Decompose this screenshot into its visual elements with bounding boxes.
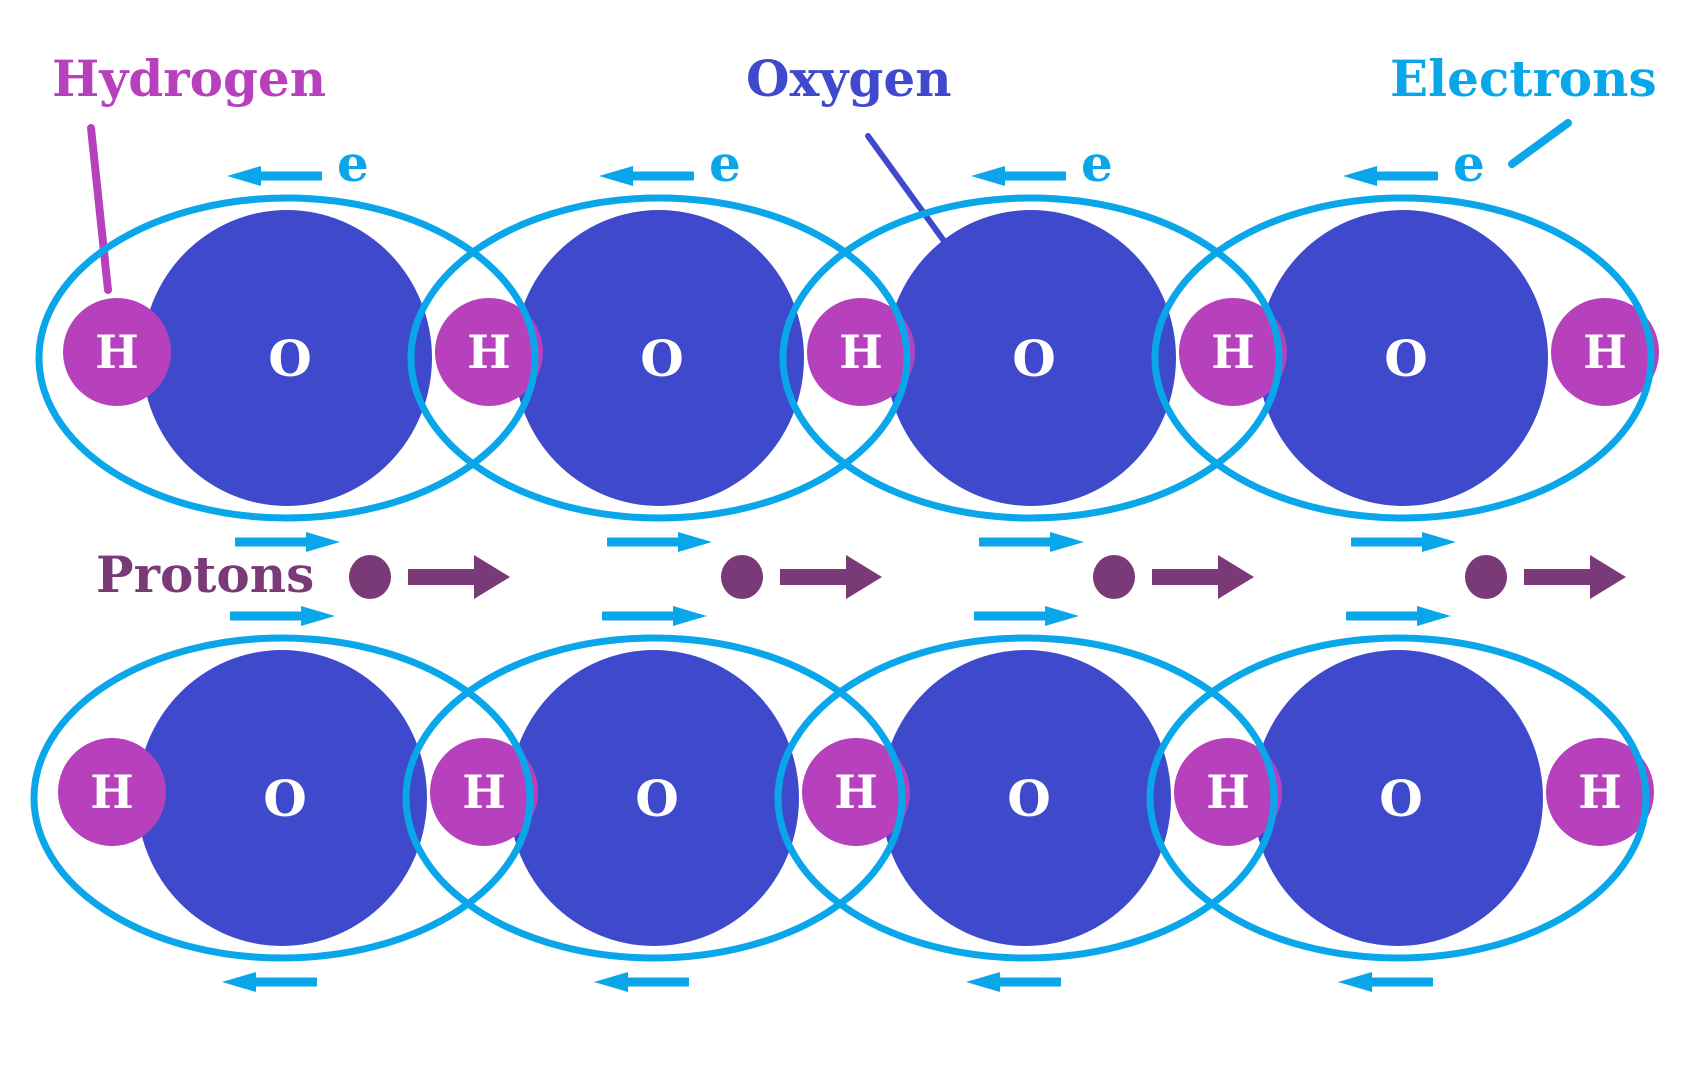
- proton-flow-arrow: [408, 555, 510, 599]
- oxygen-symbol: O: [635, 769, 679, 828]
- hydrogen-symbol: H: [1583, 325, 1626, 379]
- electrons-label: Electrons: [1390, 49, 1657, 108]
- hydrogen-atom: H: [58, 738, 166, 846]
- electron-flow-arrow: [607, 532, 712, 552]
- electron-orbit: [774, 634, 1278, 962]
- hydrogen-symbol: H: [1578, 765, 1621, 819]
- hydrogen-symbol: H: [1206, 765, 1249, 819]
- electron-symbol: e: [709, 134, 741, 193]
- proton-flow-arrow: [1152, 555, 1254, 599]
- oxygen-atom: O: [881, 650, 1171, 946]
- electron-orbit: [30, 634, 534, 962]
- hydrogen-atom: H: [1174, 738, 1282, 846]
- oxygen-atom: O: [509, 650, 799, 946]
- molecule-row-top: O O O O H H H H He e e e: [35, 134, 1659, 552]
- hydrogen-atom: H: [63, 298, 171, 406]
- electron-orbit: [1151, 194, 1655, 522]
- electron-orbit: [402, 634, 906, 962]
- electron-flow-arrow: [594, 972, 689, 992]
- electron-flow-arrow: [230, 606, 335, 626]
- oxygen-symbol: O: [1007, 769, 1051, 828]
- electron-symbol: e: [1453, 134, 1485, 193]
- hydrogen-symbol: H: [1211, 325, 1254, 379]
- proton: [349, 555, 391, 599]
- oxygen-symbol: O: [1384, 329, 1428, 388]
- electron-flow-arrow: [222, 972, 317, 992]
- electron-orbit: [1146, 634, 1650, 962]
- oxygen-symbol: O: [1012, 329, 1056, 388]
- proton-flow-arrow: [780, 555, 882, 599]
- hydrogen-atom: H: [1551, 298, 1659, 406]
- oxygen-symbol: O: [268, 329, 312, 388]
- oxygen-symbol: O: [640, 329, 684, 388]
- hydrogen-atom: H: [435, 298, 543, 406]
- hydrogen-label: Hydrogen: [52, 49, 326, 108]
- hydrogen-symbol: H: [95, 325, 138, 379]
- hydrogen-atom: H: [1546, 738, 1654, 846]
- electron-flow-arrow: [1338, 972, 1433, 992]
- oxygen-atom: O: [142, 210, 432, 506]
- electron-flow-arrow: [599, 166, 694, 186]
- protons-label: Protons: [96, 545, 314, 604]
- electron-symbol: e: [337, 134, 369, 193]
- electron-flow-arrow: [974, 606, 1079, 626]
- oxygen-atom: O: [1258, 210, 1548, 506]
- oxygen-atom: O: [886, 210, 1176, 506]
- oxygen-atom: O: [137, 650, 427, 946]
- oxygen-leader-line: [865, 133, 955, 255]
- hydrogen-symbol: H: [467, 325, 510, 379]
- proton: [1465, 555, 1507, 599]
- electron-flow-arrow: [235, 532, 340, 552]
- hydrogen-atom: H: [802, 738, 910, 846]
- electron-flow-arrow: [979, 532, 1084, 552]
- hydrogen-atom: H: [430, 738, 538, 846]
- hydrogen-symbol: H: [462, 765, 505, 819]
- electron-symbol: e: [1081, 134, 1113, 193]
- electron-flow-arrow: [1351, 532, 1456, 552]
- electron-flow-arrow: [1343, 166, 1438, 186]
- electron-flow-arrow: [602, 606, 707, 626]
- hydrogen-leader-line: [87, 124, 112, 294]
- oxygen-symbol: O: [1379, 769, 1423, 828]
- electron-flow-arrow: [966, 972, 1061, 992]
- electron-flow-arrow: [1346, 606, 1451, 626]
- oxygen-symbol: O: [263, 769, 307, 828]
- proton: [721, 555, 763, 599]
- hydrogen-symbol: H: [90, 765, 133, 819]
- electron-orbit: [35, 194, 539, 522]
- oxygen-label: Oxygen: [746, 49, 952, 108]
- hydrogen-symbol: H: [834, 765, 877, 819]
- electron-orbit: [407, 194, 911, 522]
- proton: [1093, 555, 1135, 599]
- hydrogen-symbol: H: [839, 325, 882, 379]
- proton-flow: [349, 555, 1626, 599]
- electron-flow-arrow: [227, 166, 322, 186]
- oxygen-atom: O: [514, 210, 804, 506]
- oxygen-atom: O: [1253, 650, 1543, 946]
- proton-flow-arrow: [1524, 555, 1626, 599]
- hydrogen-atom: H: [1179, 298, 1287, 406]
- electron-orbit: [779, 194, 1283, 522]
- hydrogen-atom: H: [807, 298, 915, 406]
- electron-flow-arrow: [971, 166, 1066, 186]
- electrons-leader-line: [1508, 119, 1572, 168]
